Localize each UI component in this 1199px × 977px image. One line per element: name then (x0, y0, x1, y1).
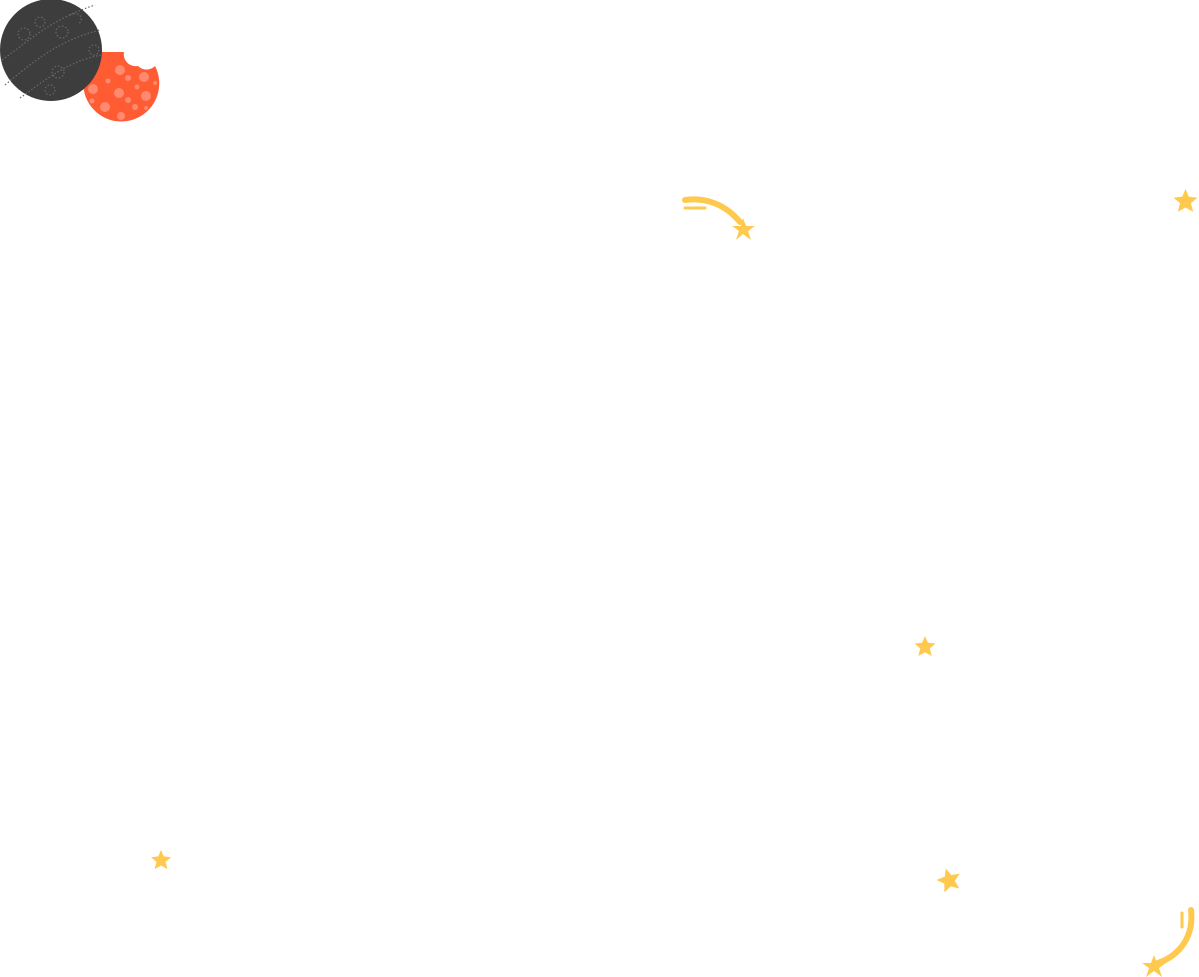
star-icon (936, 868, 960, 892)
shooting-star-icon (1142, 907, 1195, 977)
star-icon (1173, 189, 1198, 212)
orange-planet-icon (83, 52, 160, 122)
star-icon (914, 636, 936, 657)
shooting-star-icon (682, 196, 755, 240)
dark-planet-icon (0, 0, 103, 101)
star-icon (151, 850, 171, 870)
planets-decoration (0, 0, 160, 122)
